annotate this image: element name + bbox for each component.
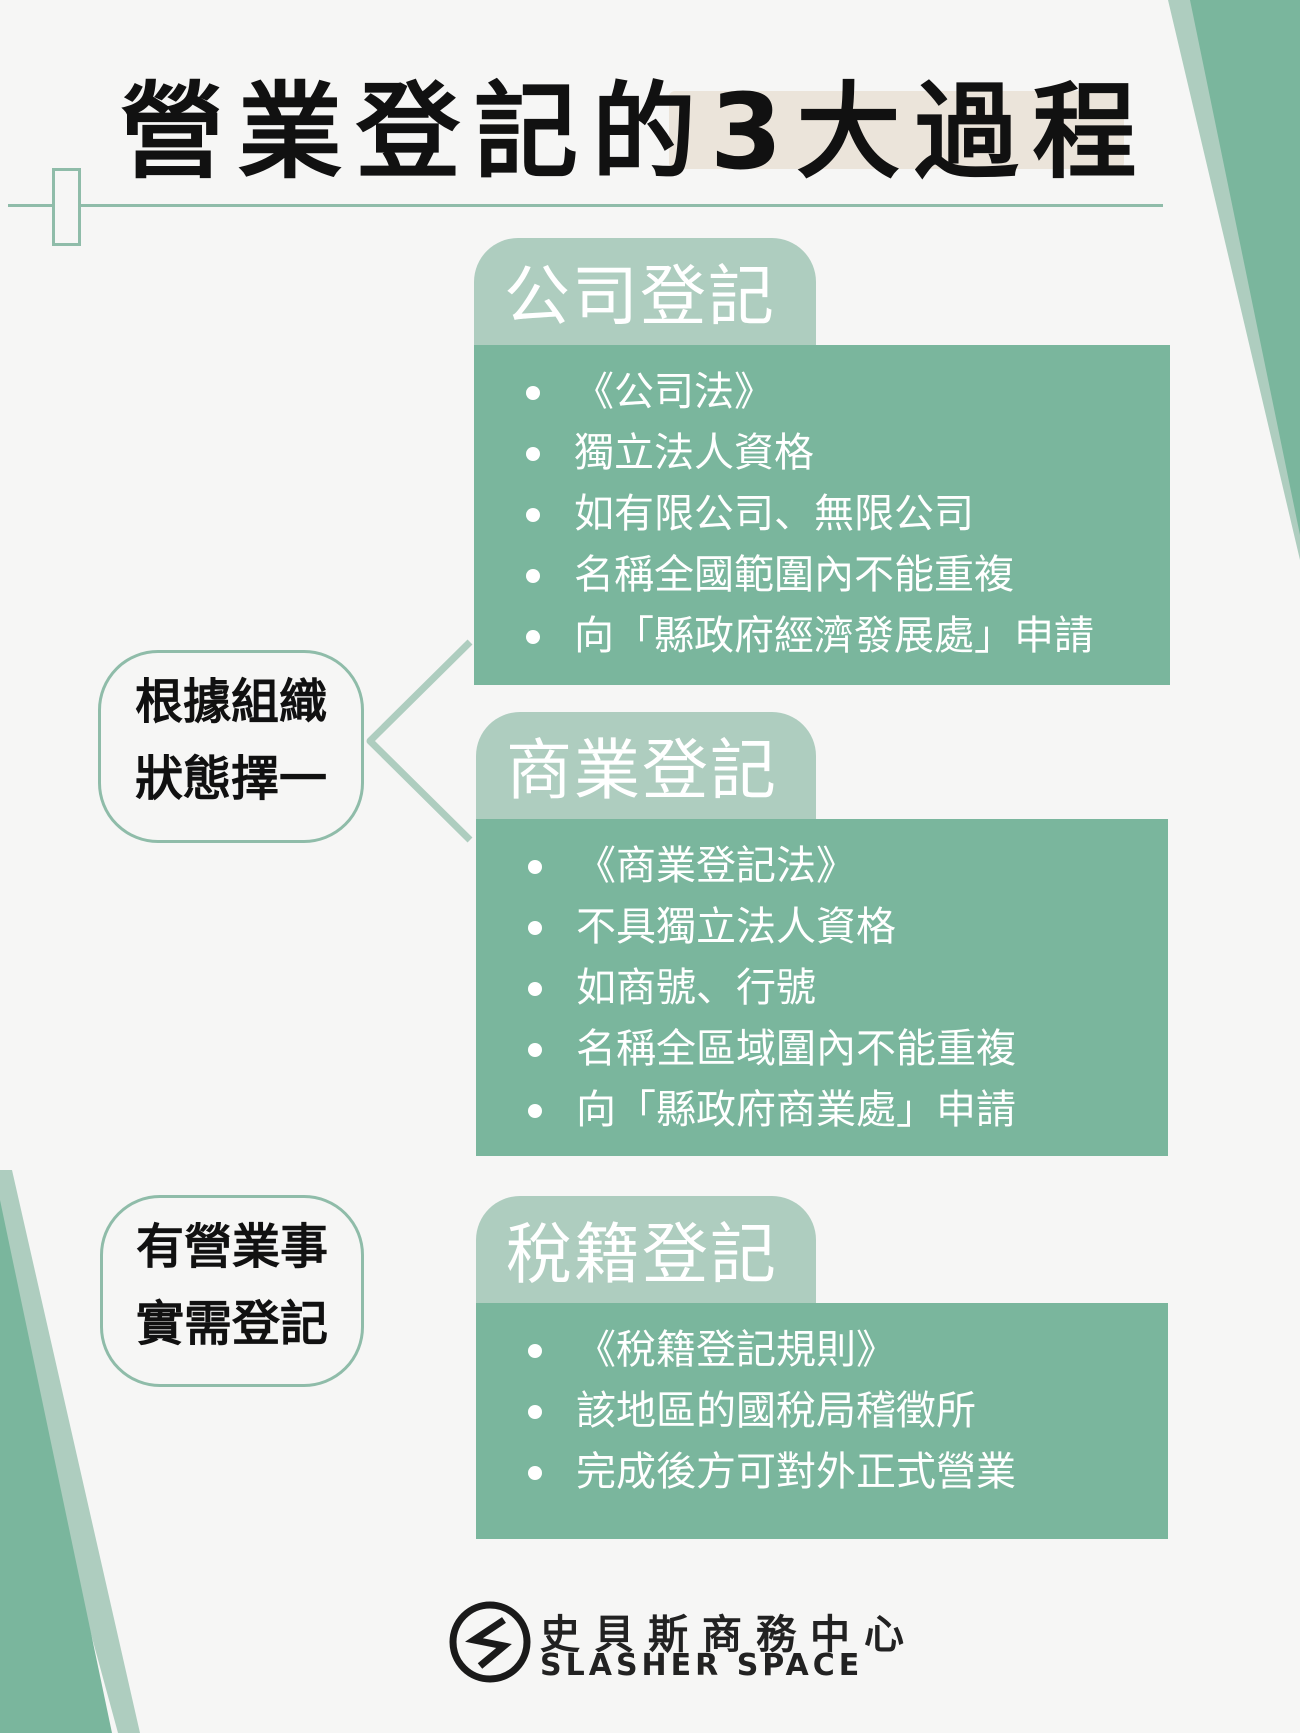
top-right-stripe-light — [1168, 0, 1300, 560]
list-item: 向「縣政府經濟發展處」申請 — [522, 606, 1170, 667]
label-business-required: 有營業事 實需登記 — [100, 1195, 364, 1387]
bullet-icon — [528, 1344, 542, 1358]
slasher-s-logo-icon — [449, 1601, 531, 1683]
bullet-icon — [528, 860, 542, 874]
list-item: 《公司法》 — [522, 362, 1170, 423]
tab-company-registration: 公司登記 — [474, 238, 816, 346]
list-item: 如有限公司、無限公司 — [522, 484, 1170, 545]
page-title: 營業登記的3大過程 — [120, 71, 1136, 193]
bullet-icon — [526, 569, 540, 583]
tab-tax-registration: 稅籍登記 — [476, 1196, 816, 1304]
tax-registration-box: 《稅籍登記規則》 該地區的國稅局稽徵所 完成後方可對外正式營業 — [476, 1303, 1168, 1539]
bullet-icon — [526, 508, 540, 522]
list-item: 向「縣政府商業處」申請 — [524, 1080, 1168, 1141]
title-highlight — [669, 91, 1124, 169]
company-registration-box: 《公司法》 獨立法人資格 如有限公司、無限公司 名稱全國範圍內不能重複 向「縣政… — [474, 345, 1170, 685]
title-part1: 營業登記的 — [120, 71, 711, 193]
list-item: 《稅籍登記規則》 — [524, 1320, 1168, 1381]
bottom-left-stripe-light — [0, 1170, 140, 1733]
bullet-icon — [526, 386, 540, 400]
bullet-icon — [526, 447, 540, 461]
title-underline — [8, 204, 1163, 207]
title-bracket-mark — [52, 168, 81, 246]
list-item: 該地區的國稅局稽徵所 — [524, 1381, 1168, 1442]
bottom-left-stripe-dark — [0, 1200, 112, 1733]
business-registration-box: 《商業登記法》 不具獨立法人資格 如商號、行號 名稱全區域圍內不能重複 向「縣政… — [476, 819, 1168, 1156]
bullet-icon — [528, 1104, 542, 1118]
bullet-icon — [528, 1405, 542, 1419]
business-registration-list: 《商業登記法》 不具獨立法人資格 如商號、行號 名稱全區域圍內不能重複 向「縣政… — [524, 836, 1168, 1141]
bullet-icon — [528, 921, 542, 935]
list-item: 《商業登記法》 — [524, 836, 1168, 897]
list-item: 不具獨立法人資格 — [524, 897, 1168, 958]
bullet-icon — [528, 1466, 542, 1480]
list-item: 完成後方可對外正式營業 — [524, 1442, 1168, 1503]
list-item: 獨立法人資格 — [522, 423, 1170, 484]
list-item: 名稱全區域圍內不能重複 — [524, 1019, 1168, 1080]
label-choose-one-line1: 根據組織 — [134, 674, 327, 730]
list-item: 名稱全國範圍內不能重複 — [522, 545, 1170, 606]
bullet-icon — [526, 630, 540, 644]
tab-business-registration: 商業登記 — [476, 712, 816, 820]
title-part2: 3大過程 — [710, 71, 1151, 193]
top-right-stripe-dark — [1190, 0, 1300, 535]
list-item: 如商號、行號 — [524, 958, 1168, 1019]
bullet-icon — [528, 982, 542, 996]
label-choose-one: 根據組織 狀態擇一 — [98, 650, 364, 843]
logo-name-cn: 史貝斯商務中心 — [540, 1612, 918, 1658]
branch-connector — [366, 639, 473, 843]
bullet-icon — [528, 1043, 542, 1057]
label-choose-one-line2: 狀態擇一 — [134, 751, 327, 807]
logo-name-en: SLASHER SPACE — [540, 1648, 864, 1683]
label-business-required-line1: 有營業事 — [135, 1219, 328, 1275]
tax-registration-list: 《稅籍登記規則》 該地區的國稅局稽徵所 完成後方可對外正式營業 — [524, 1320, 1168, 1503]
label-business-required-line2: 實需登記 — [135, 1296, 328, 1352]
company-registration-list: 《公司法》 獨立法人資格 如有限公司、無限公司 名稱全國範圍內不能重複 向「縣政… — [522, 362, 1170, 667]
